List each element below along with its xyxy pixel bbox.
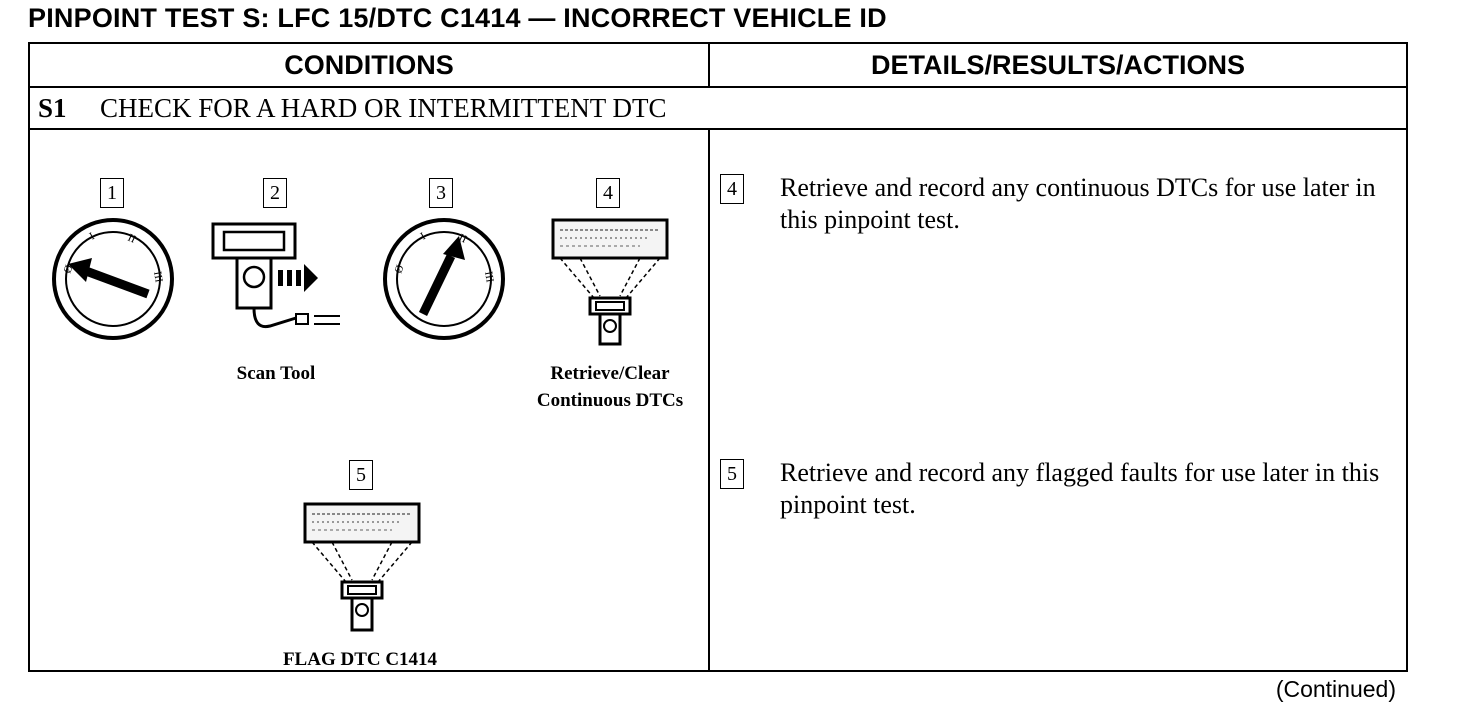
figure-5-caption: FLAG DTC C1414 — [282, 649, 438, 670]
action-number: 5 — [720, 459, 744, 489]
svg-text:I: I — [88, 230, 97, 242]
svg-text:I: I — [419, 230, 428, 242]
ignition-switch-run-icon: Ø I II III — [383, 218, 505, 340]
action-text: Retrieve and record any continuous DTCs … — [780, 173, 1376, 234]
svg-text:III: III — [482, 270, 496, 283]
step-row: S1 CHECK FOR A HARD OR INTERMITTENT DTC — [30, 88, 1406, 130]
figure-2-caption: Scan Tool — [236, 363, 316, 384]
step-label: CHECK FOR A HARD OR INTERMITTENT DTC — [100, 92, 667, 123]
figure-5-number: 5 — [349, 460, 373, 490]
action-number: 4 — [720, 174, 744, 204]
continued-label: (Continued) — [1275, 676, 1396, 702]
svg-text:Ø: Ø — [62, 263, 76, 275]
figure-4-caption-line2: Continuous DTCs — [536, 390, 684, 411]
step-number: S1 — [38, 92, 67, 123]
scan-tool-display-icon — [551, 218, 669, 346]
ignition-switch-off-icon: Ø I II III — [52, 218, 174, 340]
action-text: Retrieve and record any flagged faults f… — [780, 458, 1380, 519]
scan-tool-display-icon — [303, 502, 421, 632]
figure-1-number: 1 — [100, 178, 124, 208]
scan-tool-connect-icon — [211, 222, 340, 329]
figure-4-caption-line1: Retrieve/Clear — [550, 363, 670, 384]
page-title: PINPOINT TEST S: LFC 15/DTC C1414 — INCO… — [28, 3, 887, 33]
details-header: DETAILS/RESULTS/ACTIONS — [710, 44, 1406, 88]
conditions-header: CONDITIONS — [30, 44, 710, 88]
figure-2-number: 2 — [263, 178, 287, 208]
pinpoint-table: CONDITIONS DETAILS/RESULTS/ACTIONS S1 CH… — [28, 42, 1408, 672]
figure-3-number: 3 — [429, 178, 453, 208]
svg-text:Ø: Ø — [393, 263, 407, 275]
conditions-cell: 1 Ø I II III 2 Scan Tool — [30, 130, 710, 670]
figure-4-number: 4 — [596, 178, 620, 208]
svg-text:III: III — [151, 270, 165, 283]
details-cell: 4 Retrieve and record any continuous DTC… — [710, 130, 1406, 670]
